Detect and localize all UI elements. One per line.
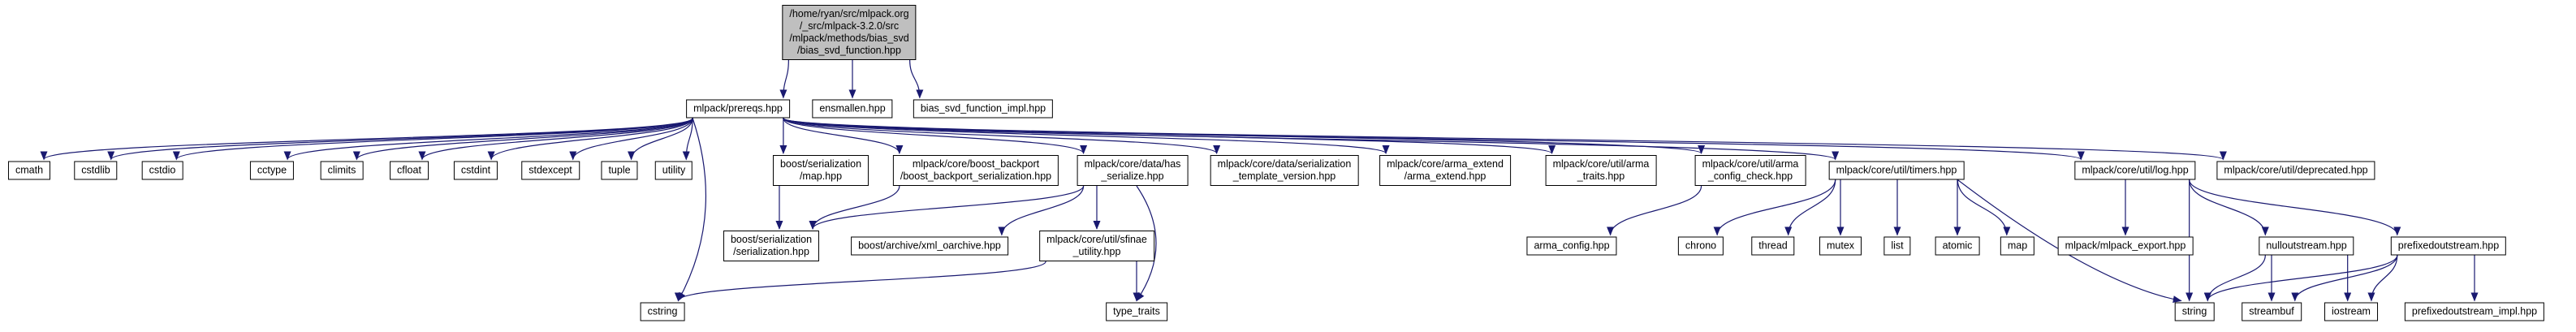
edge-timers-to-thread <box>1784 179 1836 236</box>
node-serialization_template_version[interactable]: mlpack/core/data/serialization _template… <box>1210 155 1359 186</box>
edge-prereqs-to-serialization_template_version <box>783 117 1220 154</box>
edge-prereqs-to-stdexcept <box>569 118 693 161</box>
edge-main-to-prereqs <box>779 59 789 99</box>
edge-prefixedoutstream-to-streambuf <box>2291 255 2398 302</box>
node-main: /home/ryan/src/mlpack.org /_src/mlpack-3… <box>782 5 917 60</box>
node-log[interactable]: mlpack/core/util/log.hpp <box>2074 161 2196 180</box>
node-prereqs[interactable]: mlpack/prereqs.hpp <box>686 99 790 119</box>
edge-prereqs-to-cfloat <box>418 118 693 161</box>
edge-has_serialize-to-boost_serialization_serialization <box>809 185 1085 230</box>
node-cstdlib[interactable]: cstdlib <box>74 161 118 180</box>
edge-prereqs-to-cstring <box>677 118 706 302</box>
node-stdexcept[interactable]: stdexcept <box>521 161 580 180</box>
edge-timers-to-string <box>1957 179 2182 304</box>
node-climits[interactable]: climits <box>320 161 364 180</box>
edge-prereqs-to-utility <box>682 118 693 161</box>
node-string[interactable]: string <box>2174 302 2215 321</box>
node-tuple[interactable]: tuple <box>601 161 638 180</box>
edge-prereqs-to-deprecated <box>783 117 2227 161</box>
node-cstring[interactable]: cstring <box>640 302 685 321</box>
edge-prefixedoutstream-to-iostream <box>2367 255 2398 302</box>
node-has_serialize[interactable]: mlpack/core/data/has _serialize.hpp <box>1077 155 1189 186</box>
edge-prereqs-to-cstdlib <box>107 117 693 161</box>
node-xml_oarchive[interactable]: boost/archive/xml_oarchive.hpp <box>851 236 1008 256</box>
node-boost_serialization_map[interactable]: boost/serialization /map.hpp <box>772 155 869 186</box>
edge-prereqs-to-cstdio <box>173 117 693 161</box>
edge-main-to-bias_svd_function_impl <box>909 59 924 99</box>
node-arma_config[interactable]: arma_config.hpp <box>1526 236 1617 256</box>
node-utility[interactable]: utility <box>654 161 693 180</box>
node-bias_svd_function_impl[interactable]: bias_svd_function_impl.hpp <box>913 99 1054 119</box>
node-arma_extend[interactable]: mlpack/core/arma_extend /arma_extend.hpp <box>1379 155 1511 186</box>
edge-prereqs-to-boost_backport_serialization <box>783 118 904 154</box>
edge-prereqs-to-climits <box>353 118 693 161</box>
node-timers[interactable]: mlpack/core/util/timers.hpp <box>1828 161 1965 180</box>
node-cctype[interactable]: cctype <box>249 161 295 180</box>
edge-has_serialize-to-type_traits <box>1136 185 1157 302</box>
node-arma_config_check[interactable]: mlpack/core/util/arma _config_check.hpp <box>1694 155 1806 186</box>
edge-prereqs-to-arma_extend <box>783 117 1390 154</box>
node-prefixedoutstream[interactable]: prefixedoutstream.hpp <box>2390 236 2507 256</box>
node-atomic[interactable]: atomic <box>1935 236 1980 256</box>
node-mlpack_export[interactable]: mlpack/mlpack_export.hpp <box>2057 236 2194 256</box>
edge-prereqs-to-cctype <box>283 117 693 161</box>
edge-prefixedoutstream-to-string <box>2203 255 2398 302</box>
node-streambuf[interactable]: streambuf <box>2242 302 2302 321</box>
node-cmath[interactable]: cmath <box>7 161 51 180</box>
edge-boost_backport_serialization-to-boost_serialization_serialization <box>809 185 900 230</box>
edge-prereqs-to-has_serialize <box>783 117 1087 154</box>
node-arma_traits[interactable]: mlpack/core/util/arma _traits.hpp <box>1545 155 1657 186</box>
node-ensmallen[interactable]: ensmallen.hpp <box>812 99 893 119</box>
node-nulloutstream[interactable]: nulloutstream.hpp <box>2259 236 2354 256</box>
node-chrono[interactable]: chrono <box>1677 236 1724 256</box>
edge-prereqs-to-timers <box>783 117 1839 161</box>
node-prefixedoutstream_impl[interactable]: prefixedoutstream_impl.hpp <box>2404 302 2545 321</box>
node-deprecated[interactable]: mlpack/core/util/deprecated.hpp <box>2216 161 2375 180</box>
node-thread[interactable]: thread <box>1751 236 1795 256</box>
edge-timers-to-map <box>1957 179 2011 236</box>
node-iostream[interactable]: iostream <box>2324 302 2378 321</box>
edge-timers-to-chrono <box>1713 179 1836 236</box>
node-sfinae_utility[interactable]: mlpack/core/util/sfinae _utility.hpp <box>1039 231 1154 261</box>
node-map[interactable]: map <box>2000 236 2035 256</box>
node-cstdio[interactable]: cstdio <box>141 161 183 180</box>
edge-log-to-prefixedoutstream <box>2189 179 2401 236</box>
edge-log-to-nulloutstream <box>2189 179 2269 236</box>
node-cfloat[interactable]: cfloat <box>390 161 429 180</box>
node-type_traits[interactable]: type_traits <box>1106 302 1167 321</box>
edge-sfinae_utility-to-cstring <box>675 261 1046 302</box>
node-boost_backport_serialization[interactable]: mlpack/core/boost_backport /boost_backpo… <box>892 155 1059 186</box>
edge-prereqs-to-tuple <box>628 118 693 161</box>
edge-has_serialize-to-xml_oarchive <box>998 185 1085 236</box>
node-list[interactable]: list <box>1883 236 1911 256</box>
node-mutex[interactable]: mutex <box>1819 236 1862 256</box>
edge-prereqs-to-cstdint <box>487 118 693 161</box>
node-boost_serialization_serialization[interactable]: boost/serialization /serialization.hpp <box>723 231 820 261</box>
edge-arma_config_check-to-arma_config <box>1607 185 1702 236</box>
edge-nulloutstream-to-string <box>2203 255 2266 302</box>
node-cstdint[interactable]: cstdint <box>453 161 498 180</box>
